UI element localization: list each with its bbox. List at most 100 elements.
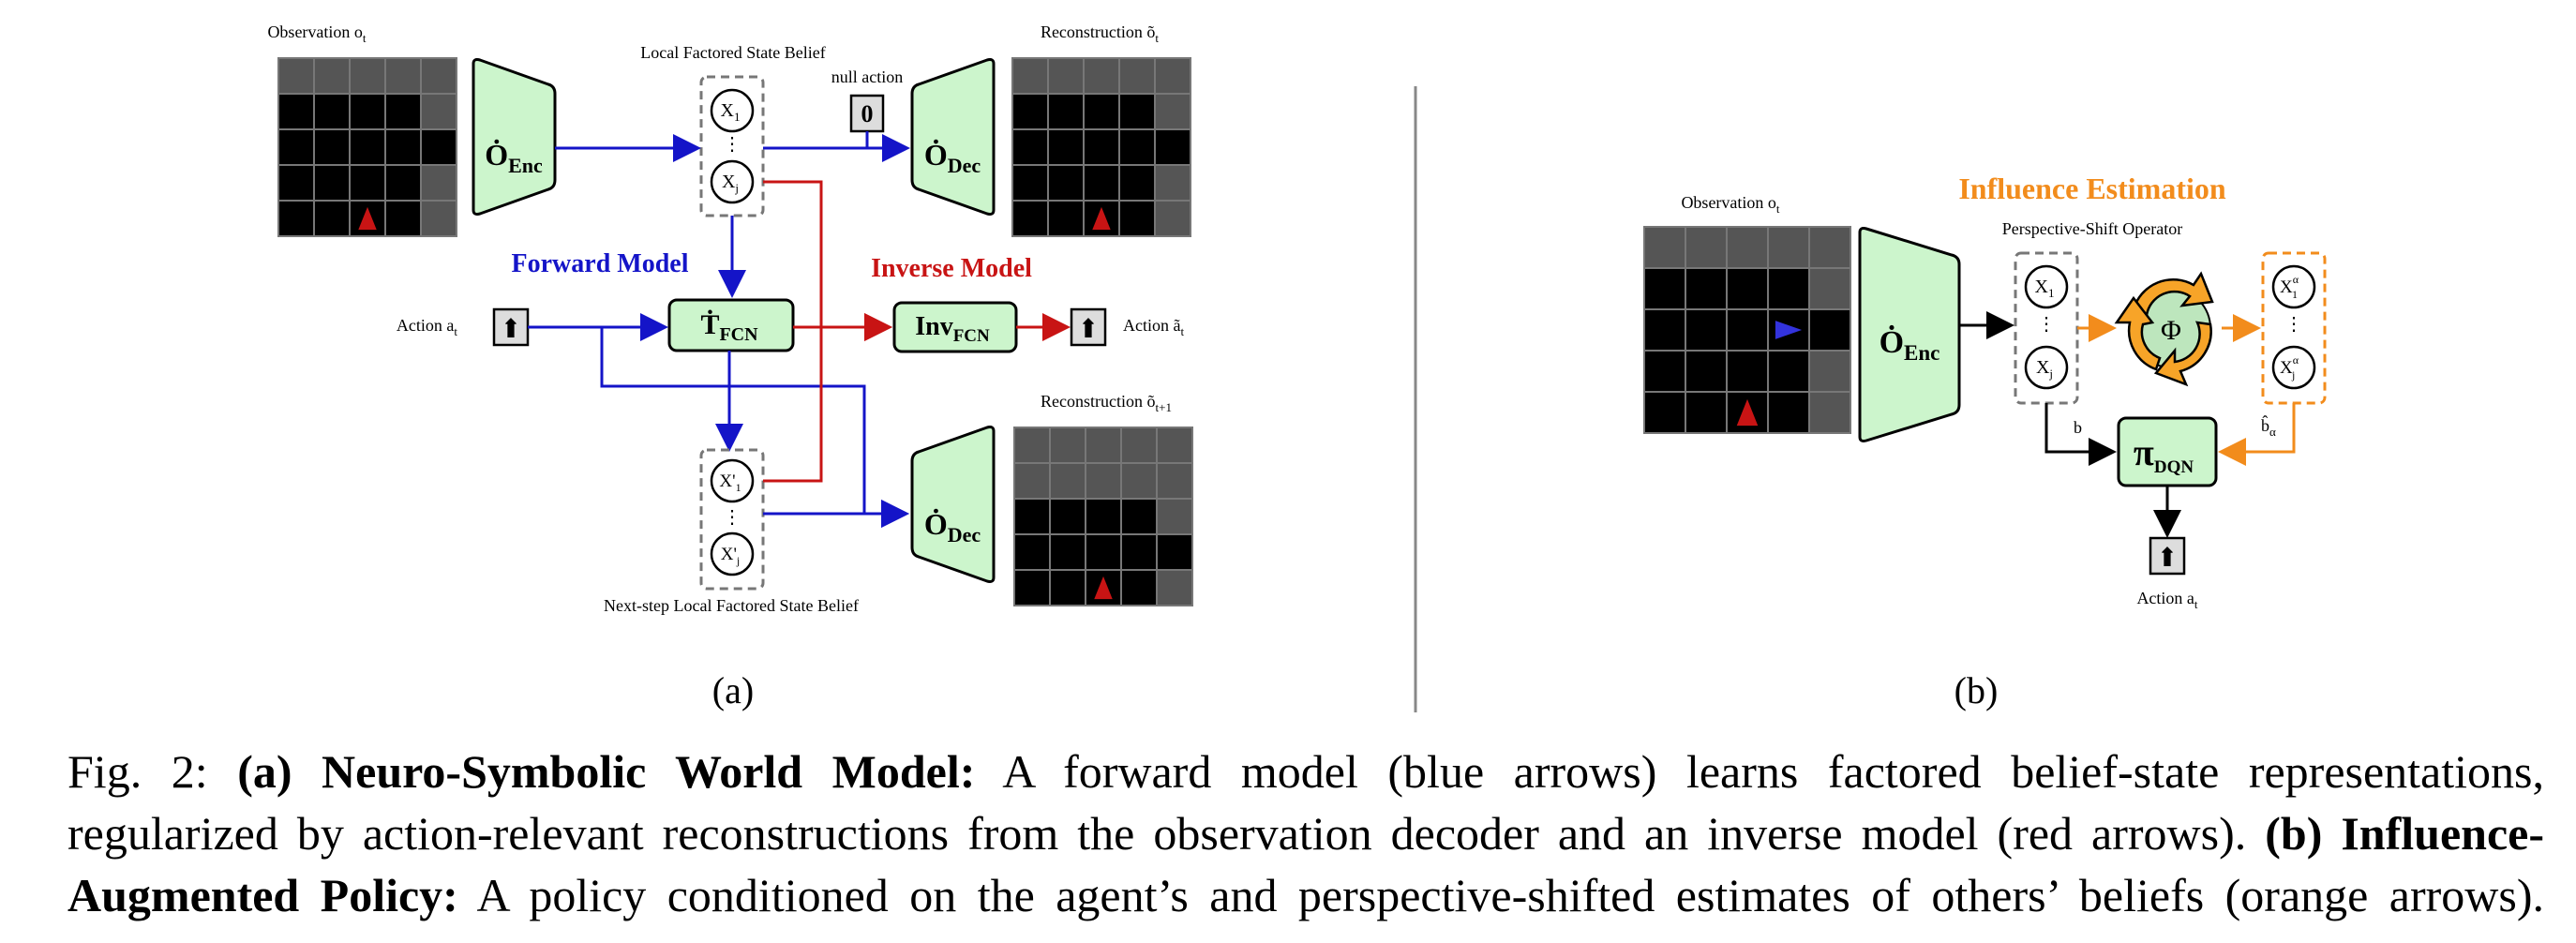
perspective-shift-icon: Φ <box>2114 271 2214 387</box>
grid-cell <box>1085 462 1122 500</box>
grid-cell <box>1013 462 1051 500</box>
node-x1: X1 <box>710 88 755 133</box>
grid-cell <box>1726 350 1769 393</box>
caption-b-text: A policy conditioned on the agent’s and … <box>476 869 2544 921</box>
grid-cell <box>1154 164 1191 202</box>
grid-cell <box>1049 462 1086 500</box>
grid-cell <box>1154 200 1191 237</box>
policy-module: πDQN <box>2117 416 2218 487</box>
node-ellipsis: ⋮ <box>723 134 741 155</box>
grid-cell <box>1685 267 1728 310</box>
up-arrow-icon-b: ⬆ <box>2156 544 2178 573</box>
decoder-module-top: ȮDec <box>910 58 996 216</box>
grid-cell <box>277 57 315 95</box>
grid-cell <box>349 93 386 130</box>
grid-cell <box>1118 200 1156 237</box>
grid-cell <box>1083 164 1120 202</box>
node-ellipsis-b: ⋮ <box>2037 314 2056 335</box>
encoder-module: ȮEnc <box>472 58 557 216</box>
svg-text:Xj: Xj <box>722 172 739 195</box>
grid-cell <box>1013 533 1051 571</box>
observation-grid <box>277 57 457 237</box>
grid-cell <box>1767 226 1810 269</box>
grid-cell <box>1726 226 1769 269</box>
grid-cell <box>1013 569 1051 606</box>
agent-triangle-right-icon <box>1775 321 1803 339</box>
grid-cell <box>1643 350 1686 393</box>
observation-label-b: Observation ot <box>1681 193 1779 216</box>
grid-cell <box>384 128 422 166</box>
grid-cell <box>277 200 315 237</box>
grid-cell <box>1049 498 1086 535</box>
grid-cell <box>1011 164 1049 202</box>
grid-cell <box>1120 462 1158 500</box>
grid-cell <box>313 200 351 237</box>
grid-cell <box>1118 128 1156 166</box>
panel-a: Observation ot ȮEnc Local Factored State… <box>267 22 1193 711</box>
decoder-module-bottom: ȮDec <box>910 426 996 583</box>
grid-cell <box>420 164 457 202</box>
svg-text:Xα1: Xα1 <box>2280 273 2299 301</box>
observation-label: Observation ot <box>267 22 366 45</box>
grid-cell <box>420 57 457 95</box>
grid-cell <box>1118 164 1156 202</box>
next-belief-label: Next-step Local Factored State Belief <box>604 596 859 615</box>
grid-cell <box>1726 308 1769 352</box>
grid-cell <box>1643 308 1686 352</box>
svg-text:X1: X1 <box>721 100 741 124</box>
grid-cell <box>1085 498 1122 535</box>
grid-cell <box>1685 308 1728 352</box>
phi-label: Φ <box>2161 315 2181 346</box>
reconstruction-grid <box>1011 57 1191 237</box>
grid-cell <box>313 57 351 95</box>
perspective-label: Perspective-Shift Operator <box>2002 219 2182 238</box>
grid-cell <box>420 128 457 166</box>
grid-cell <box>1049 569 1086 606</box>
shifted-node-ellipsis: ⋮ <box>2284 314 2303 335</box>
grid-cell <box>1643 226 1686 269</box>
grid-cell <box>1767 391 1810 434</box>
svg-text:X1: X1 <box>2035 277 2055 300</box>
grid-cell <box>1118 57 1156 95</box>
grid-cell <box>1047 128 1085 166</box>
grid-cell <box>1685 226 1728 269</box>
grid-cell <box>1049 427 1086 464</box>
action-label: Action at <box>397 316 457 338</box>
tfcn-module: ṪFCN <box>667 298 795 352</box>
grid-cell <box>313 164 351 202</box>
grid-cell <box>1643 267 1686 310</box>
arrow-b-to-policy <box>2044 403 2117 466</box>
forward-model-label: Forward Model <box>512 249 689 278</box>
grid-cell <box>1156 498 1193 535</box>
observation-grid-b <box>1643 226 1851 434</box>
influence-label: Influence Estimation <box>1958 172 2226 205</box>
svg-text:ȮEnc: ȮEnc <box>1880 324 1940 365</box>
grid-cell <box>1047 164 1085 202</box>
action-box-b <box>2149 536 2186 576</box>
caption-line-1: Fig. 2: (a) Neuro-Symbolic World Model: … <box>67 741 2544 802</box>
arrow-next-belief-to-inv <box>763 327 823 483</box>
grid-cell <box>384 93 422 130</box>
panel-b: Influence Estimation Perspective-Shift O… <box>1643 172 2327 711</box>
node-xj: Xj <box>710 159 755 204</box>
figure-diagram: Observation ot ȮEnc Local Factored State… <box>267 22 2327 712</box>
pred-up-arrow-icon: ⬆ <box>1077 315 1099 344</box>
arrow-balpha-to-policy <box>2218 403 2296 466</box>
svg-text:X'j: X'j <box>721 545 741 567</box>
grid-cell <box>1808 391 1851 434</box>
panel-a-tag: (a) <box>712 669 754 711</box>
encoder-module-b: ȮEnc <box>1858 227 1961 442</box>
grid-cell <box>1154 128 1191 166</box>
grid-cell <box>1118 93 1156 130</box>
grid-cell <box>313 128 351 166</box>
pred-action-box <box>1070 307 1107 347</box>
grid-cell <box>1808 226 1851 269</box>
grid-cell <box>349 128 386 166</box>
grid-cell <box>1156 533 1193 571</box>
grid-cell <box>1083 128 1120 166</box>
grid-cell <box>1120 498 1158 535</box>
agent-triangle-up-icon <box>358 206 377 231</box>
node-x1-prime: X'1 <box>710 458 755 503</box>
grid-cell <box>277 164 315 202</box>
